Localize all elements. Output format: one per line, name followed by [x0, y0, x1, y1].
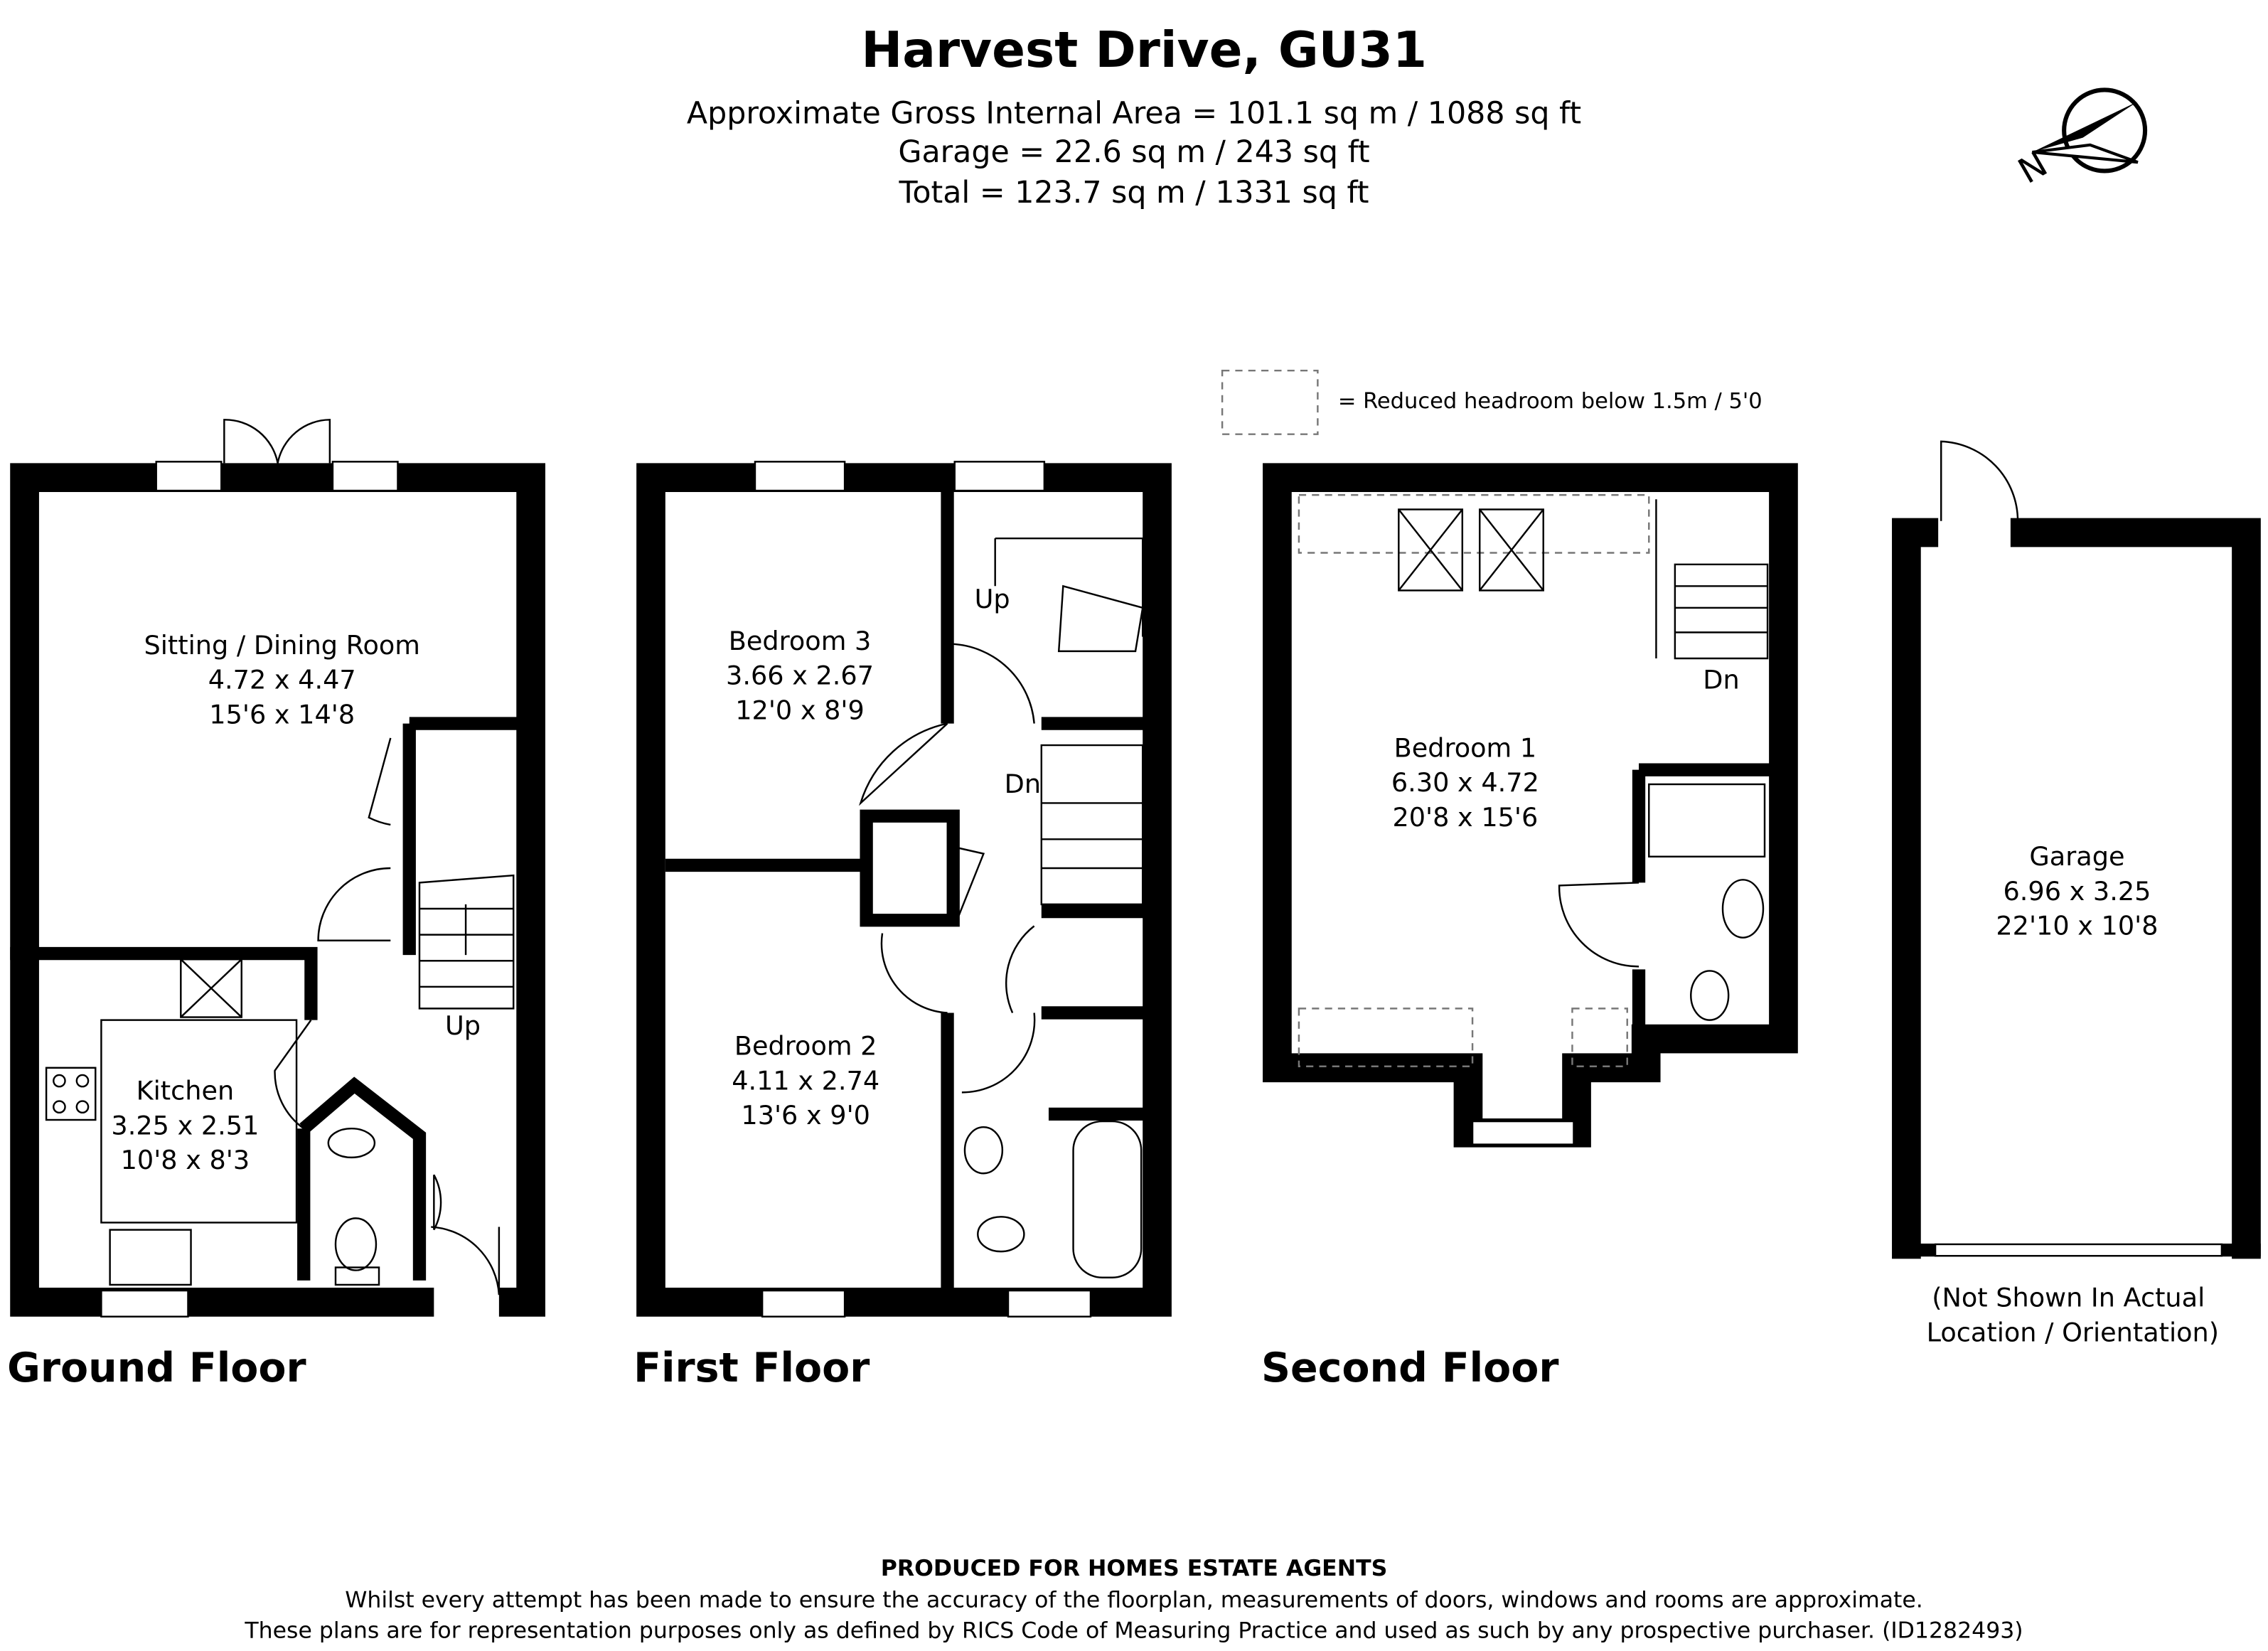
room-name: Bedroom 3 [729, 626, 872, 656]
footer-disclaimer: These plans are for representation purpo… [244, 1618, 2023, 1643]
room-name: Garage [2029, 841, 2124, 872]
first-floor-plan: Bedroom 3 3.66 x 2.67 12'0 x 8'9 Bedroom… [633, 461, 1172, 1391]
room-imperial: 10'8 x 8'3 [121, 1145, 250, 1175]
room-imperial: 15'6 x 14'8 [209, 700, 355, 730]
stairs-up-label: Up [975, 584, 1010, 614]
room-metric: 3.66 x 2.67 [726, 661, 874, 691]
room-imperial: 20'8 x 15'6 [1392, 802, 1538, 833]
room-name: Kitchen [137, 1076, 235, 1106]
north-compass-icon: N [2011, 87, 2148, 192]
room-name: Bedroom 2 [734, 1030, 877, 1061]
floor-label: First Floor [633, 1345, 870, 1391]
room-metric: 4.72 x 4.47 [208, 665, 356, 695]
room-metric: 4.11 x 2.74 [732, 1065, 879, 1096]
footer-producer: PRODUCED FOR HOMES ESTATE AGENTS [881, 1556, 1388, 1581]
floor-label: Second Floor [1261, 1345, 1558, 1391]
stairs-down-label: Dn [1703, 665, 1739, 695]
garage-plan: Garage 6.96 x 3.25 22'10 x 10'8 (Not Sho… [1892, 440, 2261, 1347]
area-gross: Approximate Gross Internal Area = 101.1 … [687, 95, 1581, 131]
garage-note: Location / Orientation) [1927, 1317, 2219, 1347]
room-imperial: 22'10 x 10'8 [1996, 911, 2158, 941]
room-metric: 6.30 x 4.72 [1391, 767, 1539, 798]
area-garage: Garage = 22.6 sq m / 243 sq ft [898, 134, 1369, 170]
garage-note: (Not Shown In Actual [1932, 1282, 2205, 1313]
floor-label: Ground Floor [7, 1345, 306, 1391]
room-name: Sitting / Dining Room [144, 630, 420, 661]
legend-text: = Reduced headroom below 1.5m / 5'0 [1338, 389, 1762, 414]
second-floor-plan: Bedroom 1 6.30 x 4.72 20'8 x 15'6 Dn Sec… [1261, 463, 1798, 1391]
room-metric: 3.25 x 2.51 [111, 1110, 259, 1140]
title: Harvest Drive, GU31 [861, 22, 1427, 79]
stairs-label: Up [445, 1010, 481, 1041]
footer-disclaimer: Whilst every attempt has been made to en… [345, 1588, 1923, 1613]
room-metric: 6.96 x 3.25 [2003, 876, 2151, 907]
stairs-down-label: Dn [1005, 769, 1041, 799]
room-name: Bedroom 1 [1394, 732, 1537, 763]
room-imperial: 13'6 x 9'0 [741, 1100, 870, 1131]
ground-floor-plan: Sitting / Dining Room 4.72 x 4.47 15'6 x… [7, 419, 545, 1391]
room-imperial: 12'0 x 8'9 [735, 695, 865, 725]
reduced-headroom-swatch [1221, 369, 1319, 435]
area-total: Total = 123.7 sq m / 1331 sq ft [899, 175, 1369, 210]
